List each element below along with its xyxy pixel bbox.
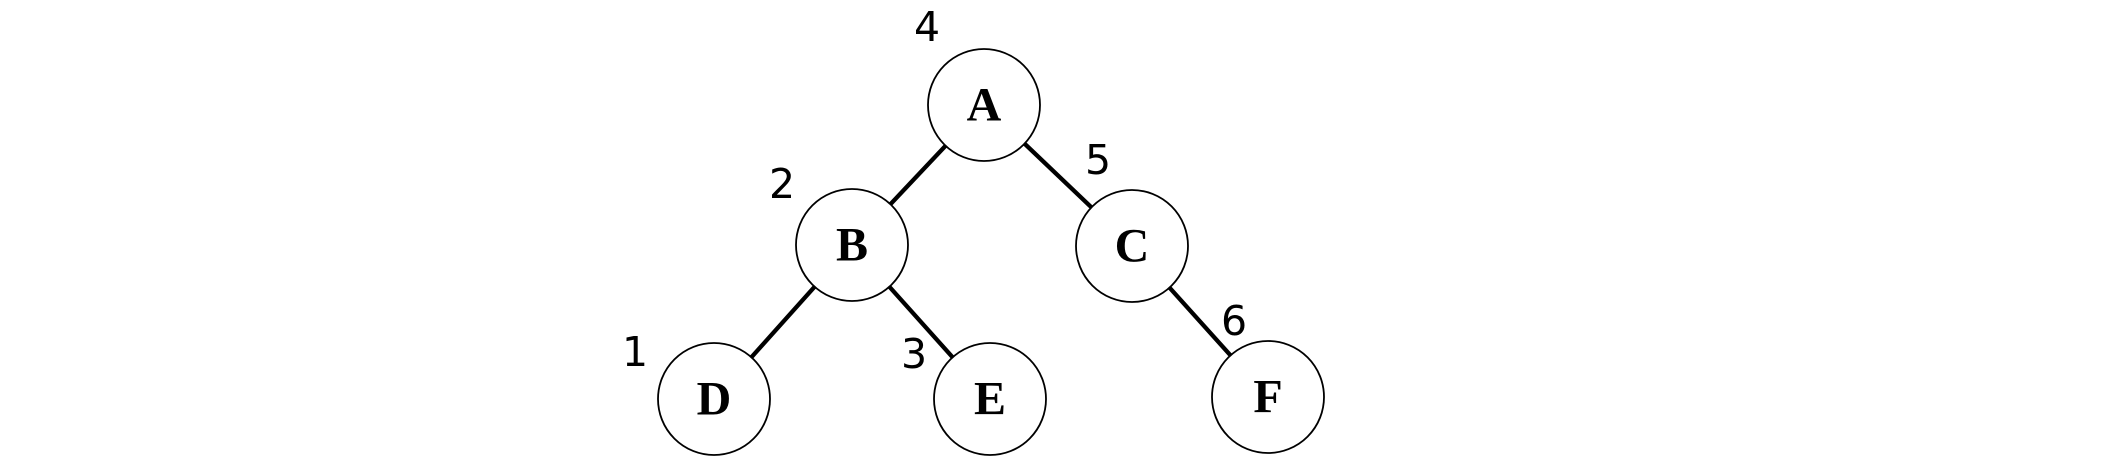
node-label-C: C <box>1115 220 1150 273</box>
node-circle-E <box>933 342 1047 456</box>
order-label-A: 4 <box>914 3 940 51</box>
node-label-D: D <box>697 373 732 426</box>
node-label-B: B <box>836 219 868 272</box>
order-label-B: 2 <box>769 160 795 208</box>
tree-node-D: D1 <box>622 328 771 456</box>
node-circle-F <box>1211 340 1325 454</box>
order-label-F: 6 <box>1221 297 1247 345</box>
order-label-D: 1 <box>622 328 648 376</box>
node-circle-B <box>795 188 909 302</box>
node-label-A: A <box>967 79 1002 132</box>
node-circle-C <box>1075 189 1189 303</box>
tree-node-E: E3 <box>901 330 1047 456</box>
node-label-F: F <box>1253 371 1282 424</box>
order-label-C: 5 <box>1085 136 1111 184</box>
node-circle-A <box>927 48 1041 162</box>
tree-node-B: B2 <box>769 160 909 302</box>
node-circle-D <box>657 342 771 456</box>
tree-node-C: C5 <box>1075 136 1189 303</box>
tree-node-A: A4 <box>914 3 1041 162</box>
node-label-E: E <box>974 373 1006 426</box>
tree-node-F: F6 <box>1211 297 1325 454</box>
order-label-E: 3 <box>901 330 927 378</box>
